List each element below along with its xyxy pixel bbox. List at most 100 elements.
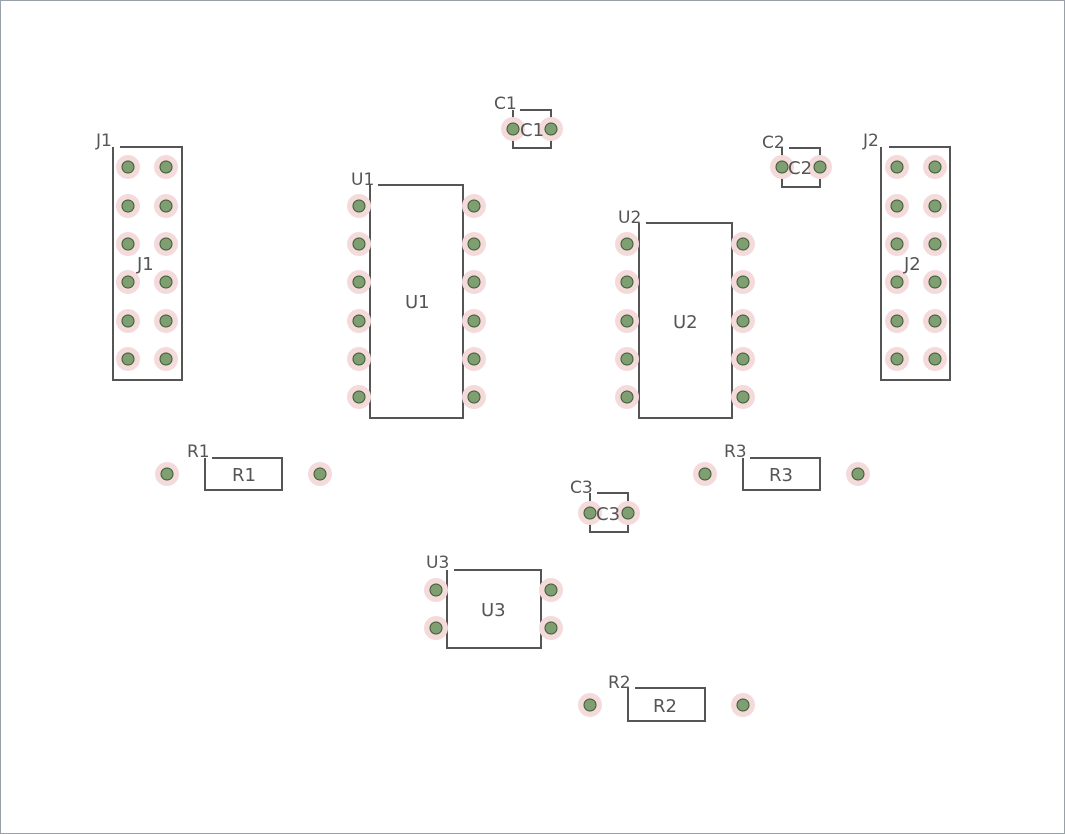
u3-pad-1 [424, 578, 448, 602]
j1-value-label: J1 [136, 254, 154, 275]
j2-pad-1-hole [890, 160, 904, 174]
u1-pad-6 [462, 270, 486, 294]
c1-pad-1 [501, 117, 525, 141]
u1-pad-4 [462, 232, 486, 256]
component-j1[interactable]: J1 J1 [95, 131, 183, 381]
u1-outline [369, 184, 464, 419]
u2-pad-2-hole [736, 237, 750, 251]
u2-pad-6 [731, 309, 755, 333]
r2-pad-2 [731, 693, 755, 717]
component-u2[interactable]: U2 U2 [615, 208, 755, 419]
c2-pads [770, 155, 832, 179]
c1-pad-1-hole [506, 122, 520, 136]
j2-pad-12-hole [928, 352, 942, 366]
u3-pad-4-hole [544, 621, 558, 635]
j1-pad-3 [116, 194, 140, 218]
j1-pad-1-hole [121, 160, 135, 174]
u2-pad-9 [615, 385, 639, 409]
c3-pads [578, 501, 640, 525]
j1-pad-5-hole [121, 237, 135, 251]
u1-pad-3-hole [352, 237, 366, 251]
c3-value-label: C3 [596, 504, 620, 525]
j2-pad-5 [885, 232, 909, 256]
u1-pad-10-hole [467, 352, 481, 366]
u1-pad-1-hole [352, 199, 366, 213]
u1-pad-2 [462, 194, 486, 218]
r3-value-label: R3 [769, 465, 793, 486]
r3-pad-2-hole [851, 467, 865, 481]
component-u1[interactable]: U1 U1 [347, 170, 486, 419]
r2-outline [627, 687, 706, 722]
j1-pad-2 [154, 155, 178, 179]
component-u3[interactable]: U3 U3 [424, 553, 563, 649]
u2-pad-1-hole [620, 237, 634, 251]
u2-pad-8 [731, 347, 755, 371]
c1-value-label: C1 [520, 120, 544, 141]
u2-pad-3 [615, 270, 639, 294]
j1-ref-label: J1 [95, 131, 112, 151]
j1-pad-2-hole [159, 160, 173, 174]
j2-pad-3 [885, 194, 909, 218]
j1-pad-9 [116, 309, 140, 333]
u1-pad-5 [347, 270, 371, 294]
r1-outline [204, 457, 283, 491]
u1-pad-8-hole [467, 314, 481, 328]
j2-pad-2 [923, 155, 947, 179]
u2-pad-8-hole [736, 352, 750, 366]
u1-pad-11 [347, 385, 371, 409]
u2-pad-6-hole [736, 314, 750, 328]
j2-ref-label: J2 [862, 131, 879, 151]
j1-pad-11 [116, 347, 140, 371]
r2-ref-label: R2 [608, 673, 631, 693]
j2-pad-10 [923, 309, 947, 333]
j2-pad-9 [885, 309, 909, 333]
c1-pad-2-hole [544, 122, 558, 136]
j1-pad-7 [116, 270, 140, 294]
component-r1[interactable]: R1 R1 [155, 442, 332, 491]
c3-pad-1-hole [583, 506, 597, 520]
u1-pad-12 [462, 385, 486, 409]
j2-pad-9-hole [890, 314, 904, 328]
c3-pad-1 [578, 501, 602, 525]
r1-value-label: R1 [232, 465, 256, 486]
j1-pad-3-hole [121, 199, 135, 213]
j2-pad-7 [885, 270, 909, 294]
j1-pad-6-hole [159, 237, 173, 251]
c2-pad-1-hole [775, 160, 789, 174]
component-c2[interactable]: C2 C2 [762, 133, 832, 188]
j2-pad-11 [885, 347, 909, 371]
u3-value-label: U3 [481, 600, 506, 621]
c1-ref-label: C1 [494, 94, 517, 114]
u3-pad-2 [539, 578, 563, 602]
u1-ref-label: U1 [351, 170, 374, 190]
j2-pad-6 [923, 232, 947, 256]
u2-pad-10 [731, 385, 755, 409]
j1-pad-10-hole [159, 314, 173, 328]
j1-pad-8 [154, 270, 178, 294]
component-c1[interactable]: C1 C1 [494, 94, 563, 149]
c1-pad-2 [539, 117, 563, 141]
j1-pad-12 [154, 347, 178, 371]
c2-pad-2-hole [813, 160, 827, 174]
u2-pad-7-hole [620, 352, 634, 366]
j1-pad-10 [154, 309, 178, 333]
component-j2[interactable]: J2 J2 [862, 131, 951, 381]
r2-pads [578, 693, 755, 717]
component-c3[interactable]: C3 C3 [570, 478, 640, 533]
j2-pad-4 [923, 194, 947, 218]
c3-pad-2 [616, 501, 640, 525]
j1-pad-4 [154, 194, 178, 218]
u2-pad-2 [731, 232, 755, 256]
r3-outline [742, 457, 821, 491]
component-r3[interactable]: R3 R3 [693, 442, 870, 491]
j2-pad-8-hole [928, 275, 942, 289]
j1-pad-8-hole [159, 275, 173, 289]
component-r2[interactable]: R2 R2 [578, 673, 755, 722]
j2-pad-6-hole [928, 237, 942, 251]
r1-pad-1 [155, 462, 179, 486]
j2-pad-5-hole [890, 237, 904, 251]
u3-pad-3-hole [429, 621, 443, 635]
u1-pad-6-hole [467, 275, 481, 289]
j1-outline [112, 146, 183, 381]
u1-pad-7 [347, 309, 371, 333]
